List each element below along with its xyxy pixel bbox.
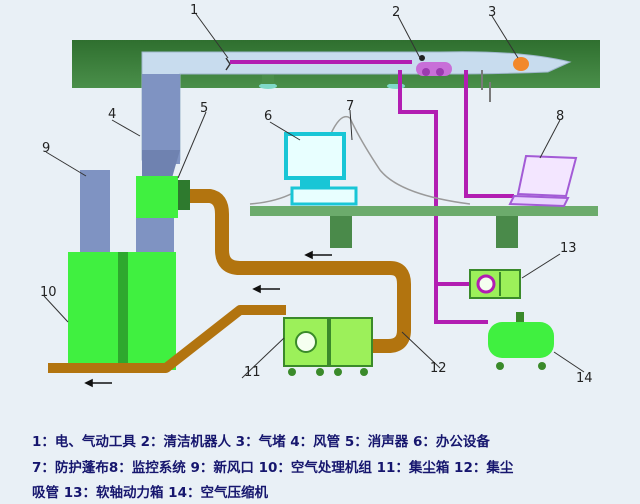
pipe-fitting — [481, 70, 491, 102]
dust-collector — [283, 317, 373, 376]
laptop-icon — [508, 154, 578, 208]
callout-10: 10 — [40, 285, 57, 300]
callout-11: 11 — [244, 365, 261, 380]
callout-14: 14 — [576, 371, 593, 386]
callout-5: 5 — [200, 101, 208, 116]
fresh-air-inlet — [80, 170, 110, 252]
callout-8: 8 — [556, 109, 564, 124]
air-plug-icon — [513, 57, 529, 71]
air-handling-unit — [68, 182, 176, 370]
workbench — [250, 206, 598, 248]
legend: 1：电、气动工具 2：清洁机器人 3：气堵 4：风管 5：消声器 6：办公设备 … — [0, 420, 640, 504]
vacuum-hose — [48, 189, 411, 373]
callout-6: 6 — [264, 109, 272, 124]
computer-icon — [284, 132, 358, 206]
power-box — [469, 269, 521, 299]
flow-arrows — [84, 250, 332, 388]
compressed-air-line — [230, 60, 514, 324]
callout-2: 2 — [392, 5, 400, 20]
leader-lines — [43, 13, 585, 379]
callout-13: 13 — [560, 241, 577, 256]
legend-line-3: 吸管 13：软轴动力箱 14：空气压缩机 — [32, 485, 268, 501]
callout-7: 7 — [346, 99, 354, 114]
silencer — [136, 176, 190, 218]
air-compressor — [488, 312, 554, 370]
system-diagram: 1 2 3 4 5 6 7 8 9 10 11 12 13 14 — [40, 3, 600, 388]
callout-3: 3 — [488, 5, 496, 20]
callout-9: 9 — [42, 141, 50, 156]
callout-1: 1 — [190, 3, 198, 18]
legend-line-1: 1：电、气动工具 2：清洁机器人 3：气堵 4：风管 5：消声器 6：办公设备 — [32, 434, 490, 450]
callout-12: 12 — [430, 361, 447, 376]
legend-line-2: 7：防护蓬布8：监控系统 9：新风口 10：空气处理机组 11：集尘箱 12：集… — [32, 460, 514, 476]
cleaning-robot-icon — [416, 55, 452, 76]
callout-4: 4 — [108, 107, 116, 122]
callout-numbers: 1 2 3 4 5 6 7 8 9 10 11 12 13 14 — [40, 3, 593, 386]
